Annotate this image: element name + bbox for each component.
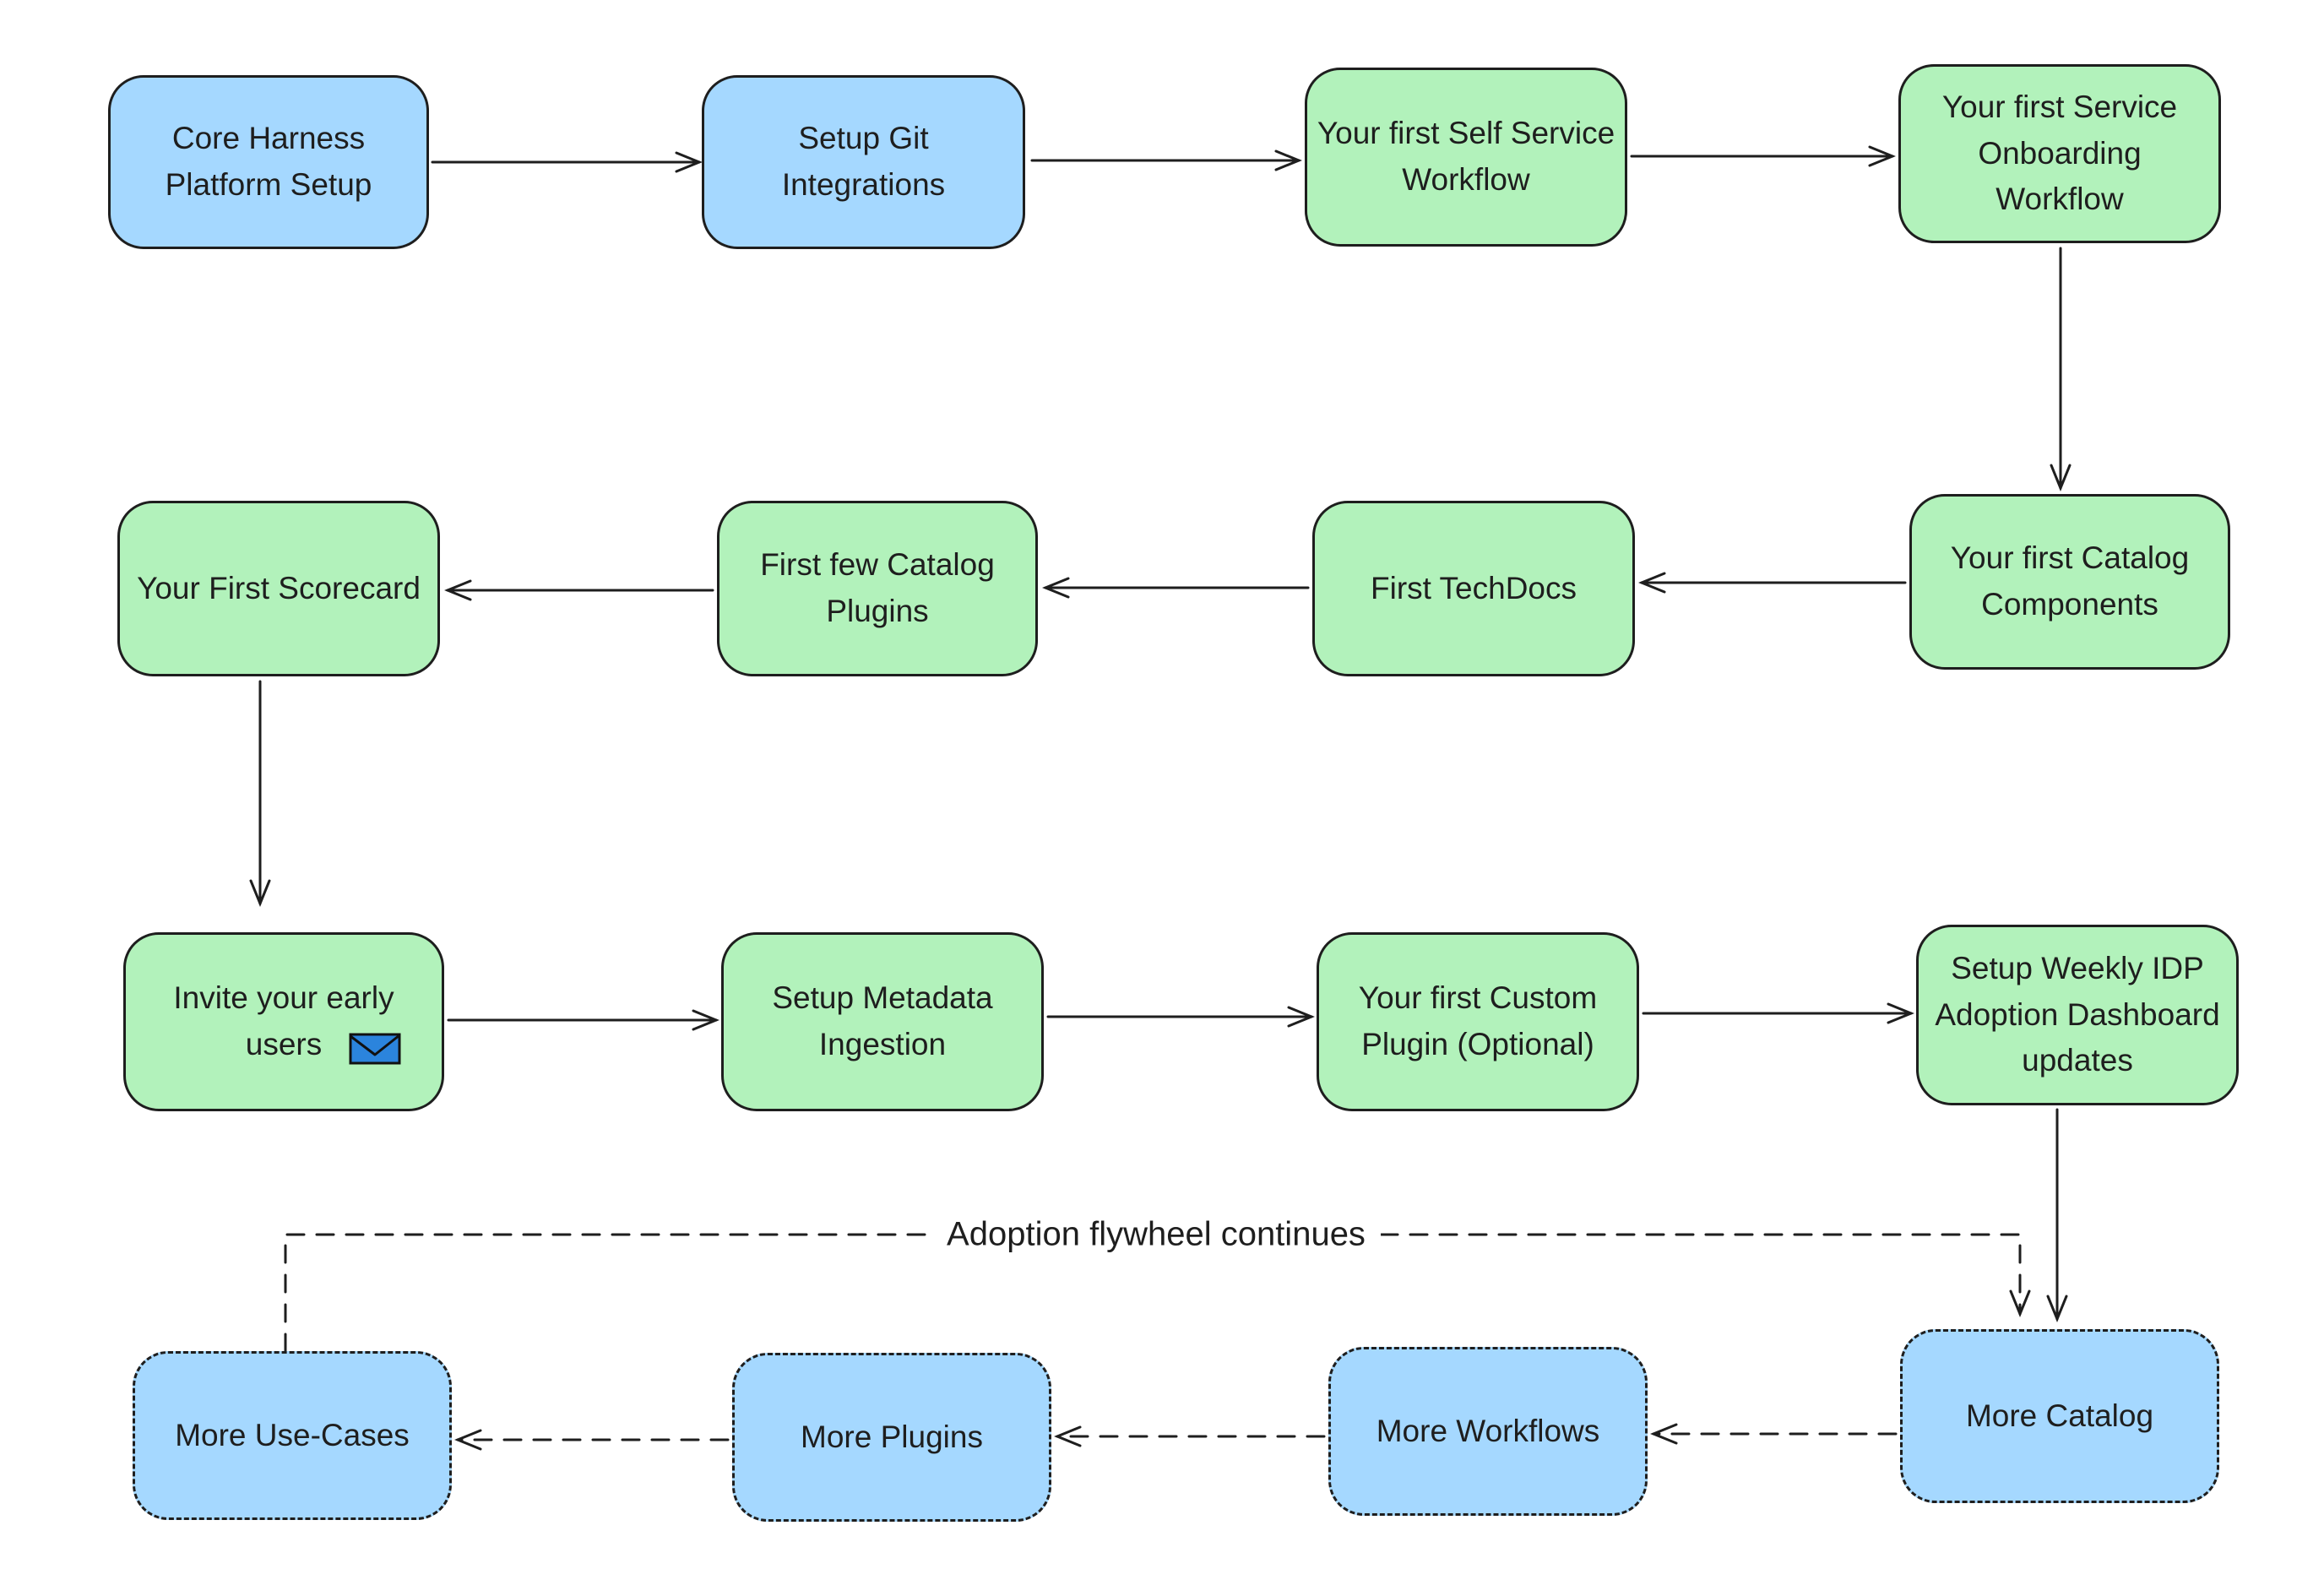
flywheel-label: Adoption flywheel continues — [931, 1213, 1381, 1256]
node-setup-metadata-ingestion: Setup Metadata Ingestion — [721, 932, 1044, 1111]
node-first-service-onboarding: Your first Service Onboarding Workflow — [1898, 64, 2221, 243]
node-label: Setup Metadata Ingestion — [772, 980, 993, 1061]
node-label: First TechDocs — [1371, 570, 1577, 605]
node-more-plugins: More Plugins — [732, 1353, 1051, 1522]
node-more-use-cases: More Use-Cases — [133, 1351, 452, 1520]
node-weekly-idp-dashboard: Setup Weekly IDP Adoption Dashboard upda… — [1916, 925, 2239, 1105]
node-more-workflows: More Workflows — [1328, 1347, 1648, 1516]
node-label: More Plugins — [801, 1419, 983, 1454]
node-setup-git-integrations: Setup Git Integrations — [702, 75, 1025, 249]
node-label: Setup Weekly IDP Adoption Dashboard upda… — [1935, 950, 2220, 1078]
node-label: Your first Service Onboarding Workflow — [1941, 89, 2178, 217]
node-core-harness-platform-setup: Core Harness Platform Setup — [108, 75, 429, 249]
node-invite-early-users: Invite your early users — [123, 932, 444, 1111]
node-first-few-catalog-plugins: First few Catalog Plugins — [717, 501, 1038, 676]
node-first-custom-plugin: Your first Custom Plugin (Optional) — [1317, 932, 1639, 1111]
node-first-scorecard: Your First Scorecard — [117, 501, 440, 676]
node-label: Invite your early users — [173, 980, 394, 1061]
node-label: Your first Catalog Components — [1950, 540, 2190, 622]
node-label: Your First Scorecard — [137, 570, 421, 605]
node-label: Core Harness Platform Setup — [165, 121, 372, 202]
node-label: Setup Git Integrations — [781, 121, 946, 202]
node-first-techdocs: First TechDocs — [1312, 501, 1635, 676]
node-label: Your first Self Service Workflow — [1317, 116, 1615, 197]
node-label: More Workflows — [1376, 1413, 1600, 1448]
node-label: More Catalog — [1965, 1398, 2154, 1433]
node-more-catalog: More Catalog — [1900, 1329, 2219, 1503]
node-first-self-service-workflow: Your first Self Service Workflow — [1305, 68, 1627, 247]
node-label: Your first Custom Plugin (Optional) — [1358, 980, 1598, 1061]
node-first-catalog-components: Your first Catalog Components — [1909, 494, 2230, 670]
node-label: First few Catalog Plugins — [760, 547, 995, 628]
node-label: More Use-Cases — [175, 1417, 410, 1452]
envelope-icon — [349, 1033, 401, 1065]
